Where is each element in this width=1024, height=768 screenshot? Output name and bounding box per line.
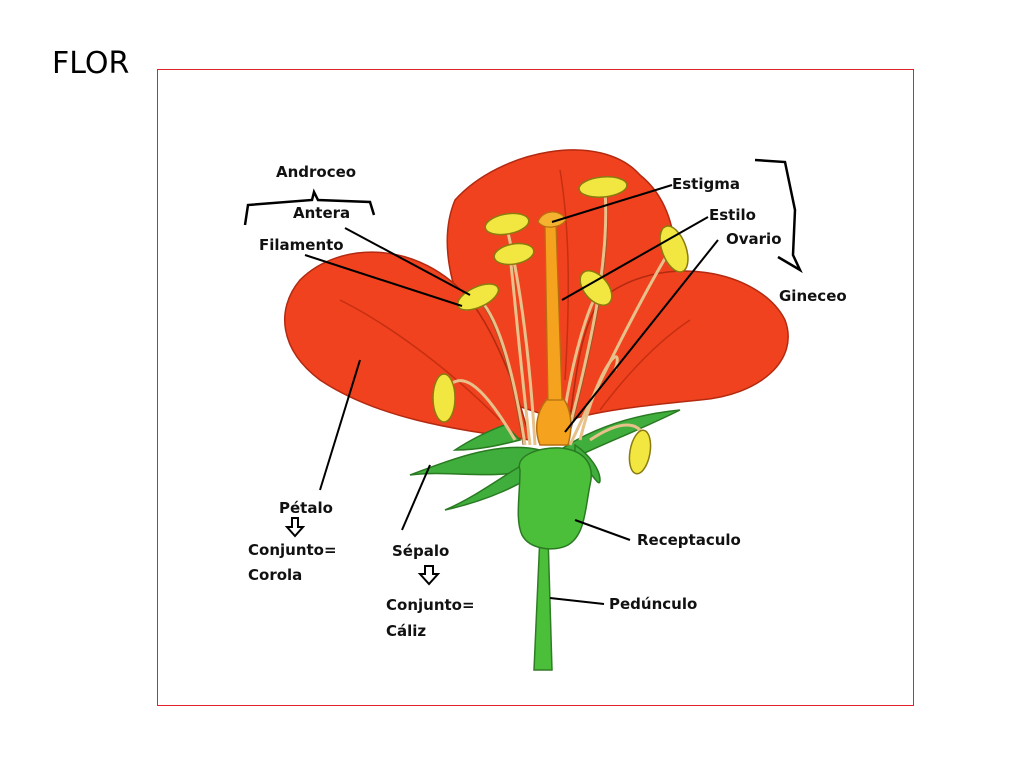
stigma-shape [537, 211, 567, 228]
label-androceo: Androceo [276, 163, 356, 181]
anthers [432, 176, 689, 475]
arrow-down-icon [284, 517, 306, 538]
diagram-frame [157, 69, 914, 706]
filaments-outline [477, 189, 609, 446]
receptacle-shape [517, 447, 592, 550]
label-petalo: Pétalo [279, 499, 333, 517]
label-estilo: Estilo [709, 206, 756, 224]
petal-right [569, 270, 789, 422]
peduncle-shape [533, 534, 553, 671]
sepal-right [558, 409, 681, 461]
label-sepalo-conjunto: Conjunto= [386, 596, 475, 614]
label-antera: Antera [293, 204, 350, 222]
page-title: FLOR [52, 46, 130, 81]
label-corola: Corola [248, 566, 302, 584]
label-gineceo: Gineceo [779, 287, 847, 305]
label-petalo-conjunto: Conjunto= [248, 541, 337, 559]
androceo-bracket [243, 188, 376, 226]
sepal-left [409, 446, 542, 476]
arrow-down-icon [417, 565, 441, 586]
label-pedunculo: Pedúnculo [609, 595, 697, 613]
leader-lines [304, 184, 719, 605]
label-filamento: Filamento [259, 236, 344, 254]
sepal-inner-left [452, 424, 522, 451]
label-ovario: Ovario [726, 230, 782, 248]
petal-veins [339, 169, 691, 421]
gineceo-bracket [754, 158, 803, 274]
label-sepalo: Sépalo [392, 542, 449, 560]
label-caliz: Cáliz [386, 622, 426, 640]
label-receptaculo: Receptaculo [637, 531, 741, 549]
label-estigma: Estigma [672, 175, 740, 193]
